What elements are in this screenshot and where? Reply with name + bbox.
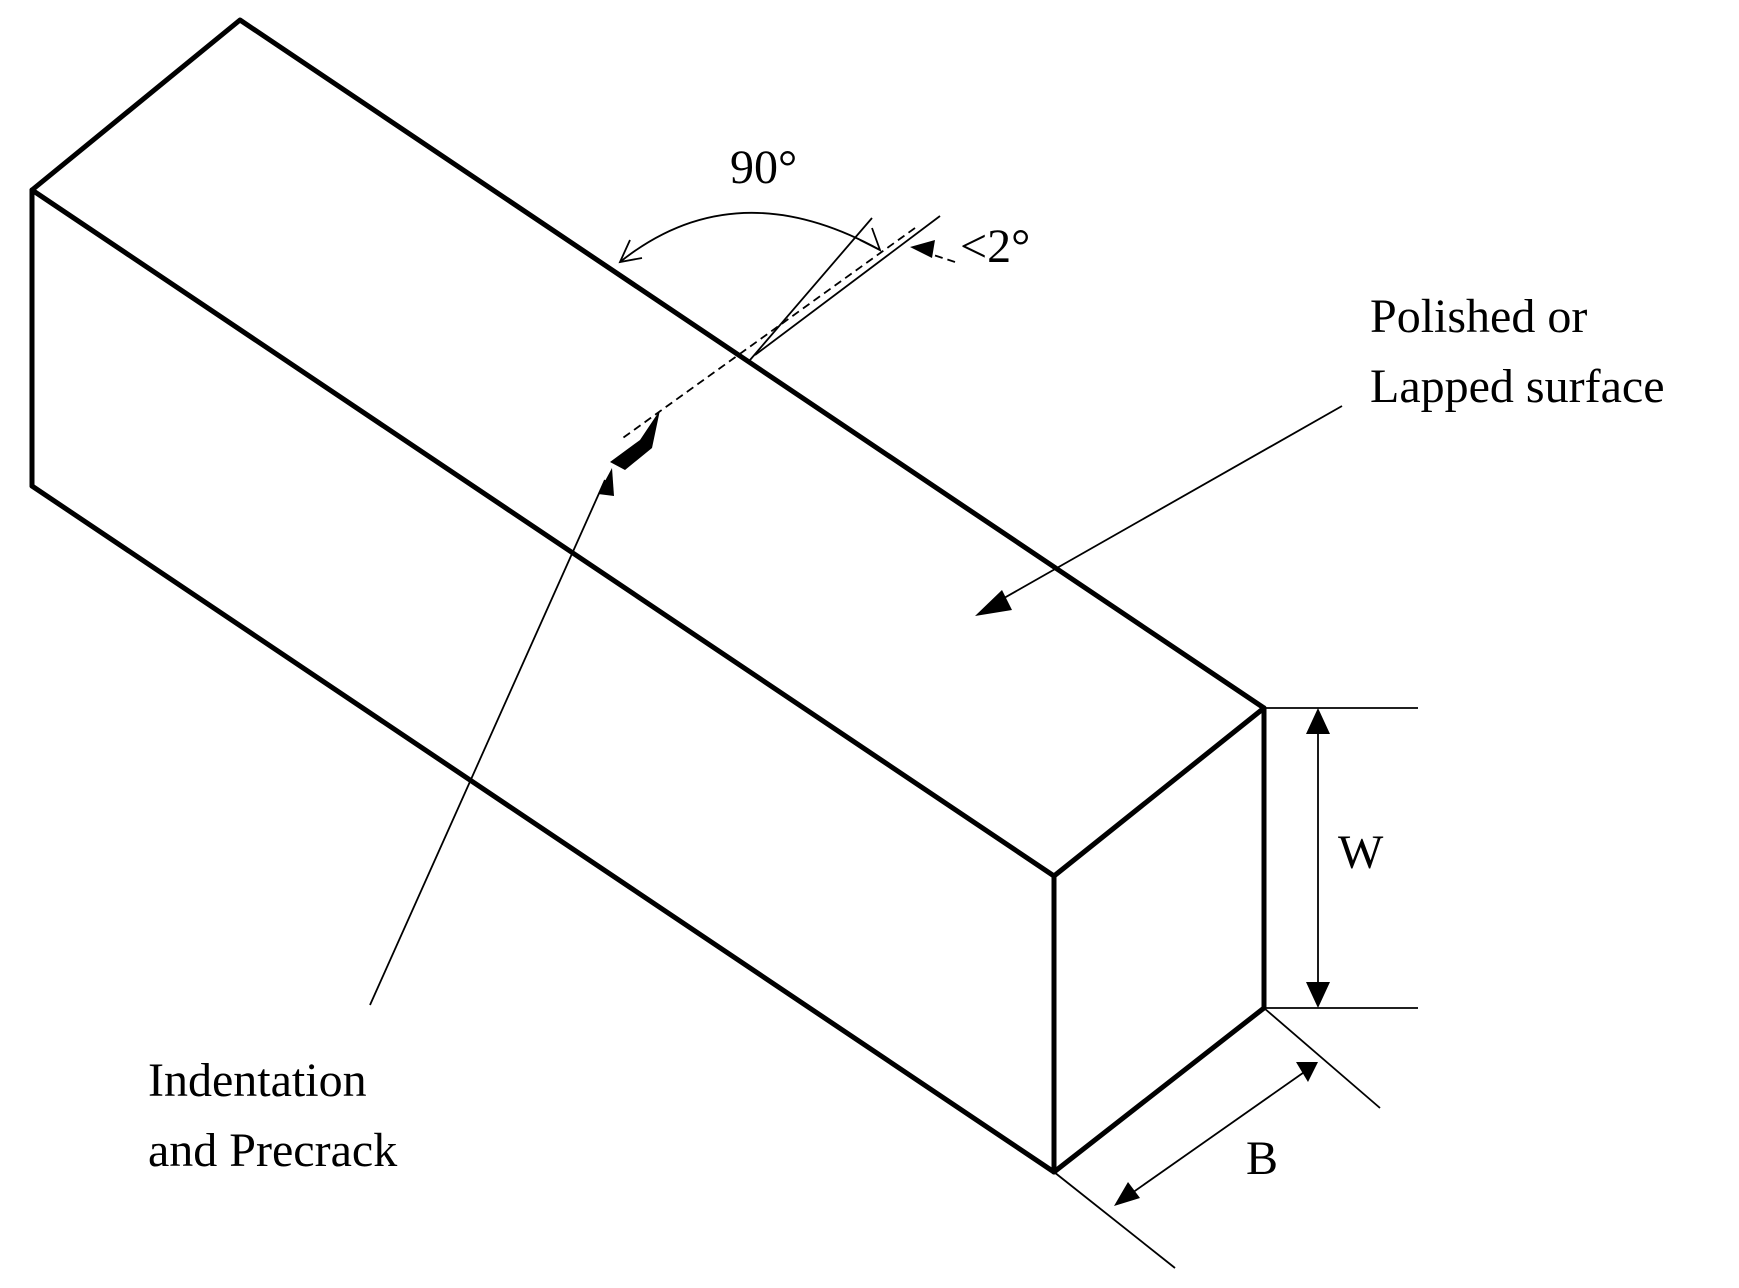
polished-surface-arrowhead	[975, 590, 1012, 616]
breadth-label: B	[1246, 1132, 1278, 1185]
specimen-bar	[29, 17, 1267, 1175]
precrack-dashed-line	[619, 227, 916, 441]
tilt-angle-label: <2°	[960, 220, 1030, 273]
precrack-marker	[610, 215, 941, 470]
angle-90-arrowhead-right	[859, 227, 882, 252]
angle-90-arc	[619, 211, 881, 263]
angle-90-arrowhead-left	[618, 239, 643, 264]
polished-surface-label-line2: Lapped surface	[1370, 360, 1665, 413]
breadth-extension-front	[1053, 1171, 1176, 1269]
indentation-leader	[369, 479, 606, 1006]
bar-bottom-edge	[29, 483, 1057, 1175]
precrack-reference-line	[749, 217, 873, 361]
breadth-dimension: B	[1053, 1007, 1381, 1269]
width-label: W	[1338, 826, 1384, 879]
indentation-arrowhead	[598, 468, 614, 496]
width-arrowhead-bottom	[1306, 982, 1330, 1008]
breadth-arrowhead-back	[1296, 1062, 1318, 1082]
breadth-extension-back	[1263, 1007, 1381, 1109]
polished-surface-callout: Polished or Lapped surface	[975, 290, 1665, 616]
precrack-notch	[610, 410, 660, 470]
width-arrowhead-top	[1306, 708, 1330, 734]
width-dimension: W	[1264, 707, 1418, 1009]
polished-surface-label-line1: Polished or	[1370, 290, 1587, 343]
polished-surface-leader	[989, 405, 1343, 607]
indentation-callout: Indentation and Precrack	[148, 468, 614, 1177]
breadth-arrowhead-front	[1114, 1182, 1140, 1206]
angle-90-indicator: 90°	[618, 141, 882, 264]
tilt-reference-line	[754, 215, 941, 356]
breadth-dimension-line	[1121, 1067, 1311, 1201]
bar-end-bottom-edge	[1051, 1005, 1267, 1175]
tilt-angle-indicator: <2°	[910, 220, 1030, 273]
tilt-arrowhead	[910, 240, 935, 258]
angle-90-label: 90°	[730, 141, 797, 194]
indentation-label-line1: Indentation	[148, 1054, 367, 1107]
indentation-label-line2: and Precrack	[148, 1124, 397, 1177]
